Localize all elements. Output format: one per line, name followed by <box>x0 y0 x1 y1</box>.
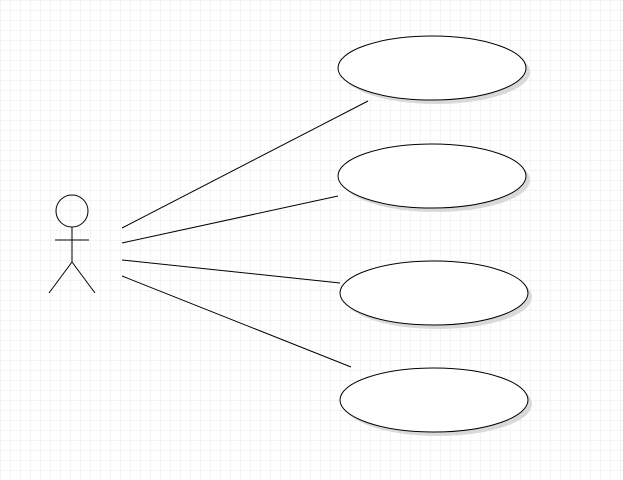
association-line-2[interactable] <box>121 195 339 244</box>
actor-right-leg <box>71 261 96 294</box>
use-case-ellipse[interactable] <box>339 260 529 326</box>
association-line-3[interactable] <box>121 259 341 284</box>
associations <box>121 100 369 368</box>
actor-left-leg <box>48 261 73 294</box>
association-line-4[interactable] <box>121 275 352 368</box>
use-case-4[interactable] <box>339 367 532 436</box>
association-line-1[interactable] <box>121 100 369 229</box>
use-case-ellipse[interactable] <box>339 367 529 433</box>
use-case-1[interactable] <box>337 35 530 104</box>
use-case-2[interactable] <box>337 143 530 212</box>
use-case-3[interactable] <box>339 260 532 329</box>
use-case-ellipse[interactable] <box>337 143 527 209</box>
use-case-ellipse[interactable] <box>337 35 527 101</box>
actor-figure[interactable] <box>48 194 96 294</box>
